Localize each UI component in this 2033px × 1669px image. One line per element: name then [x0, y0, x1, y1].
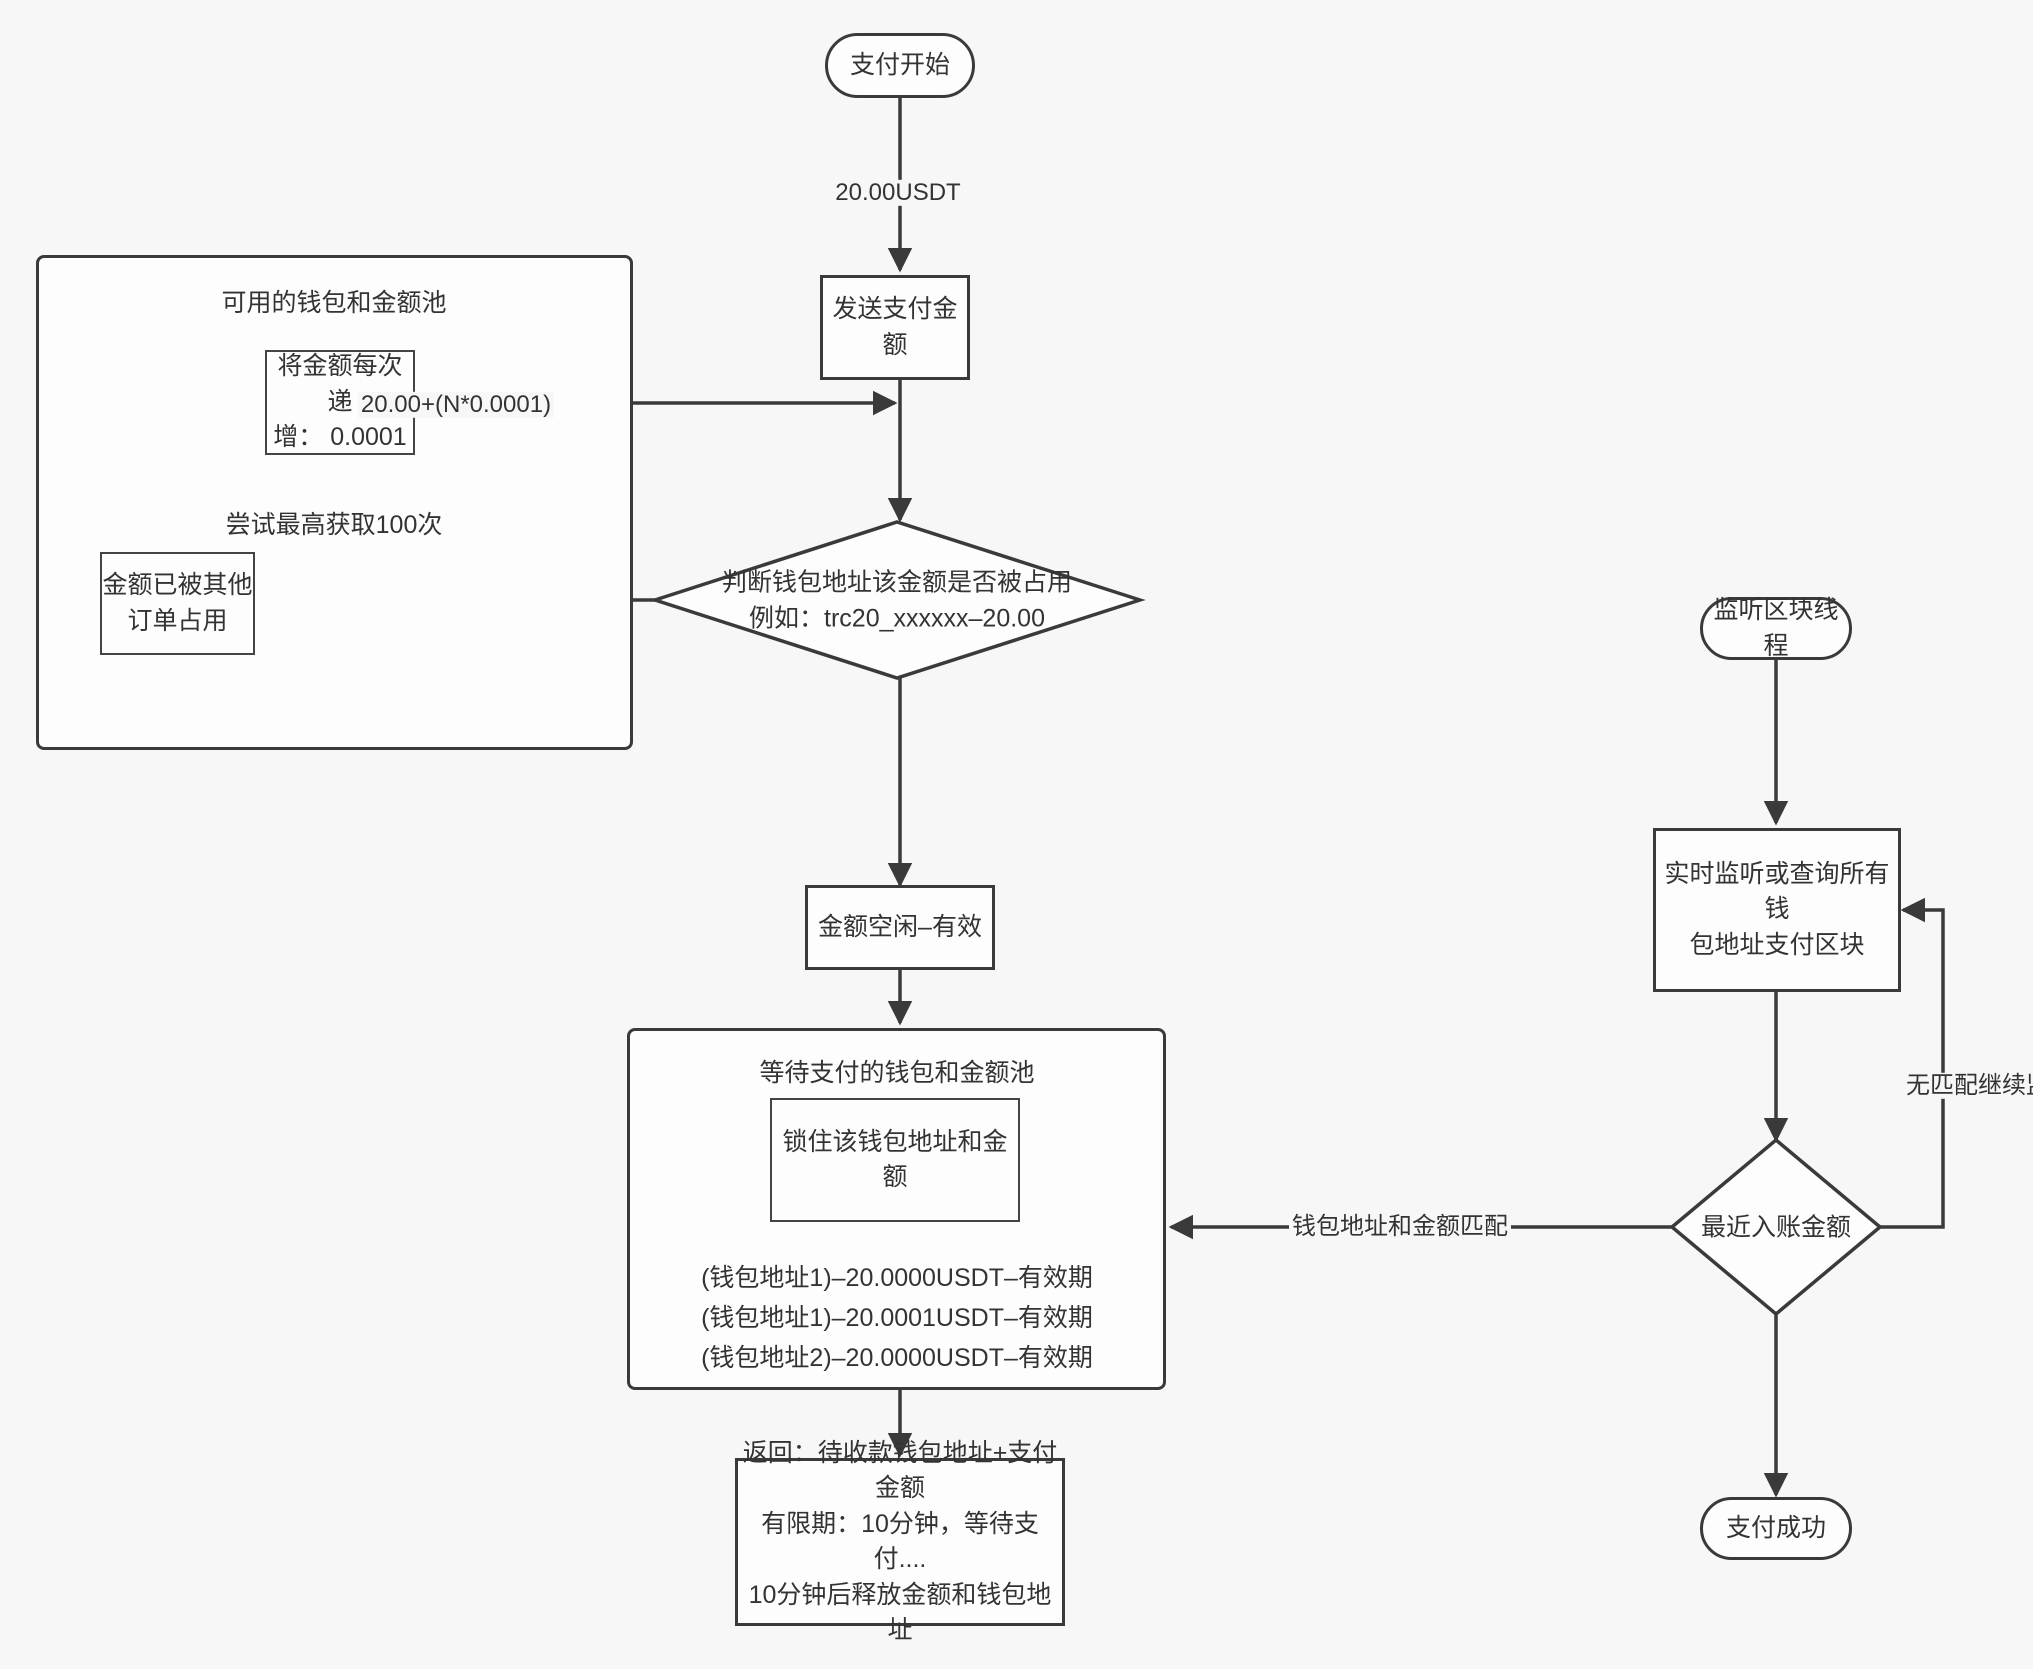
- container-available-pool-title: 可用的钱包和金额池: [221, 289, 447, 317]
- container-waiting-pool-title: 等待支付的钱包和金额池: [759, 1059, 1035, 1087]
- node-payment-start[interactable]: 支付开始: [825, 33, 975, 98]
- node-decision-recent-amount-label: 最近入账金额: [1700, 1213, 1852, 1242]
- node-send-payment-amount[interactable]: 发送支付金额: [820, 275, 970, 380]
- edge-label-start-amount: 20.00USDT: [832, 179, 964, 207]
- pool-entry-2: (钱包地址1)–20.0001USDT–有效期: [701, 1304, 1093, 1332]
- node-decision-amount-occupied-label: 判断钱包地址该金额是否被占用 例如：trc20_xxxxxx–20.00: [721, 568, 1073, 633]
- node-return-wallet-info[interactable]: 返回：待收款钱包地址+支付金额 有限期：10分钟，等待支付.... 10分钟后释…: [735, 1439, 1065, 1644]
- edge-label-match-found: 钱包地址和金额匹配: [1289, 1213, 1511, 1241]
- node-occupied-by-other-order[interactable]: 金额已被其他 订单占用: [100, 552, 255, 655]
- pool-entry-1: (钱包地址1)–20.0000USDT–有效期: [701, 1264, 1093, 1292]
- pool-entry-3: (钱包地址2)–20.0000USDT–有效期: [701, 1344, 1093, 1372]
- edge-label-increment-formula: 20.00+(N*0.0001): [357, 391, 555, 419]
- node-realtime-listen-blocks[interactable]: 实时监听或查询所有钱 包地址支付区块: [1653, 828, 1901, 992]
- container-available-pool: [36, 255, 633, 750]
- node-amount-free-valid[interactable]: 金额空闲–有效: [805, 885, 995, 970]
- edge-label-no-match: 无匹配继续监听: [1903, 1072, 2033, 1100]
- node-payment-success[interactable]: 支付成功: [1700, 1497, 1852, 1560]
- node-listen-block-thread[interactable]: 监听区块线程: [1700, 596, 1852, 660]
- text-retry-note: 尝试最高获取100次: [225, 511, 443, 539]
- node-lock-wallet-and-amount[interactable]: 锁住该钱包地址和金额: [770, 1098, 1020, 1222]
